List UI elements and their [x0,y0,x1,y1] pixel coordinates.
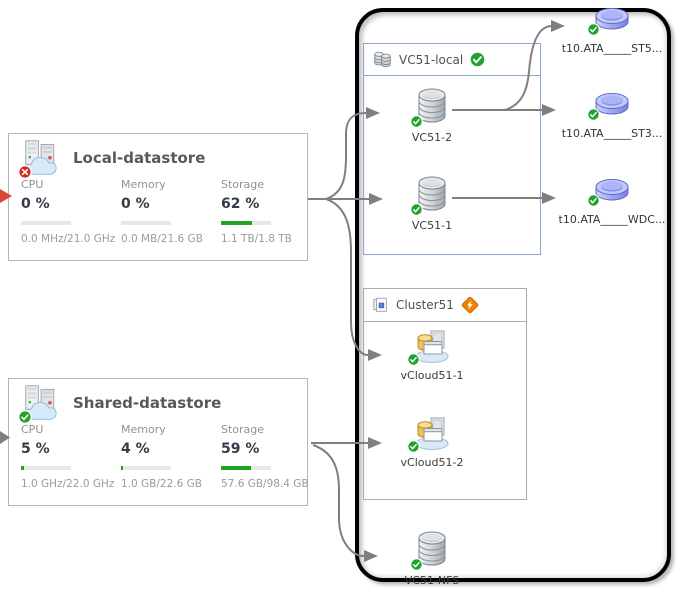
metric-value: 59 % [221,441,260,457]
panel-header: Local-datastore [21,139,205,177]
node-label[interactable]: VC51-1 [411,219,453,232]
check-badge-icon [410,115,423,128]
check-badge-icon [407,440,420,453]
metric-detail: 0.0 MB/21.6 GB [121,233,203,245]
metric-cpu: CPU 0 % 0.0 MHz/21.0 GHz [21,178,117,245]
metric-bar [21,221,71,225]
panel-title: Local-datastore [73,149,206,167]
cluster-icon [372,296,390,314]
metric-value: 4 % [121,441,150,457]
panel-local-datastore[interactable]: Local-datastore CPU 0 % 0.0 MHz/21.0 GHz… [8,133,308,261]
disk-label[interactable]: t10.ATA_____ST3... [561,127,663,140]
metric-label: CPU [21,178,44,191]
panel-title: Shared-datastore [73,394,222,412]
node-vc51-1[interactable]: VC51-1 [387,174,477,232]
node-vcloud51-1[interactable]: vCloud51-1 [387,328,477,382]
check-badge-icon [587,194,600,207]
hosts-cloud-icon [21,139,63,177]
disk-st5[interactable]: t10.ATA_____ST5... [552,5,672,55]
metric-detail: 1.1 TB/1.8 TB [221,233,292,245]
metric-label: Storage [221,423,265,436]
check-badge-icon [587,108,600,121]
check-badge-icon [407,353,420,366]
metric-storage: Storage 62 % 1.1 TB/1.8 TB [221,178,317,245]
node-label[interactable]: vCloud51-1 [400,369,464,382]
metric-value: 62 % [221,196,260,212]
metric-detail: 57.6 GB/98.4 GB [221,478,309,490]
group-cluster51[interactable]: Cluster51 [363,288,527,500]
node-label[interactable]: vCloud51-2 [400,456,464,469]
disk-icon[interactable] [590,5,634,33]
group-header[interactable]: Cluster51 [364,289,526,322]
check-badge-icon [410,203,423,216]
disk-label[interactable]: t10.ATA_____ST5... [561,42,663,55]
check-badge-icon [18,410,32,424]
metric-memory: Memory 0 % 0.0 MB/21.6 GB [121,178,217,245]
metric-label: Memory [121,423,166,436]
panel-shared-datastore[interactable]: Shared-datastore CPU 5 % 1.0 GHz/22.0 GH… [8,378,309,506]
check-badge-icon [587,23,600,36]
metric-cpu: CPU 5 % 1.0 GHz/22.0 GHz [21,423,117,490]
metric-bar [121,221,171,225]
node-label[interactable]: VC51-NFS [404,574,460,587]
disk-icon[interactable] [590,90,634,118]
disk-st3[interactable]: t10.ATA_____ST3... [552,90,672,140]
disk-icon[interactable] [590,176,634,204]
metric-value: 5 % [21,441,50,457]
disk-wdc[interactable]: t10.ATA_____WDC... [552,176,672,226]
group-label: VC51-local [399,52,464,67]
datastore-icon[interactable] [414,529,450,569]
host-icon[interactable] [411,415,453,451]
disk-label[interactable]: t10.ATA_____WDC... [558,213,666,226]
metric-detail: 1.0 GHz/22.0 GHz [21,478,115,490]
metric-bar [221,466,271,470]
datastore-icon[interactable] [414,86,450,126]
warning-badge-icon [460,295,480,315]
metric-label: CPU [21,423,44,436]
node-label[interactable]: VC51-2 [411,131,453,144]
metric-storage: Storage 59 % 57.6 GB/98.4 GB [221,423,317,490]
node-vcloud51-2[interactable]: vCloud51-2 [387,415,477,469]
host-icon[interactable] [411,328,453,364]
metric-bar [21,466,71,470]
hosts-cloud-icon [21,384,63,422]
error-badge-icon [18,165,32,179]
metric-bar [221,221,271,225]
metric-detail: 1.0 GB/22.6 GB [121,478,202,490]
metric-memory: Memory 4 % 1.0 GB/22.6 GB [121,423,217,490]
node-vc51-nfs[interactable]: VC51-NFS [387,529,477,587]
metric-bar [121,466,171,470]
metric-detail: 0.0 MHz/21.0 GHz [21,233,116,245]
panel-header: Shared-datastore [21,384,221,422]
check-badge-icon [410,558,423,571]
node-vc51-2[interactable]: VC51-2 [387,86,477,144]
group-header[interactable]: VC51-local [364,44,540,76]
datastore-stack-icon [372,50,393,69]
datastore-icon[interactable] [414,174,450,214]
group-label: Cluster51 [396,298,454,312]
metric-value: 0 % [21,196,50,212]
check-badge-icon [469,51,486,68]
metric-label: Memory [121,178,166,191]
metric-value: 0 % [121,196,150,212]
metric-label: Storage [221,178,265,191]
